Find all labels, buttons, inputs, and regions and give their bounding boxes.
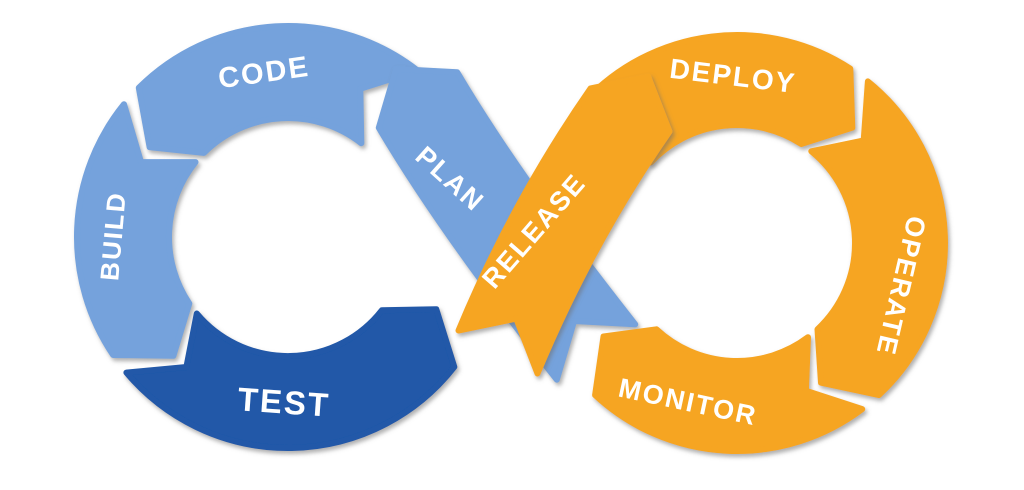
release-segment (455, 73, 673, 377)
code-segment (135, 22, 421, 156)
test-segment (123, 306, 458, 451)
test-label: TEST (237, 380, 332, 423)
build-segment (74, 101, 199, 359)
loop-segments-layer (74, 22, 948, 454)
operate-segment (808, 78, 948, 399)
monitor-segment (592, 326, 866, 454)
